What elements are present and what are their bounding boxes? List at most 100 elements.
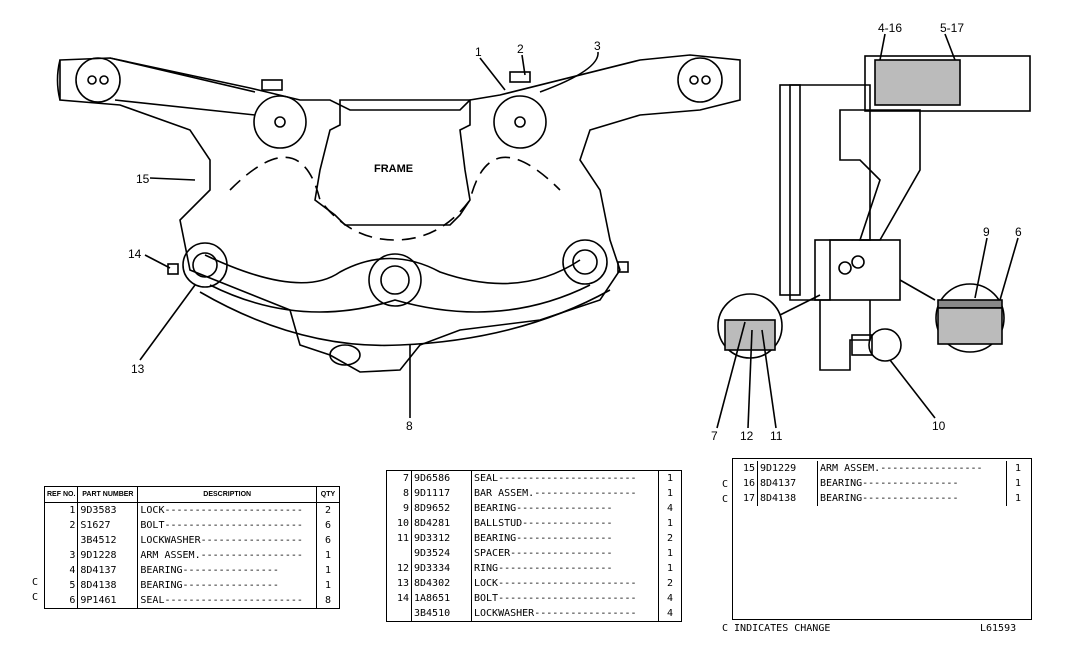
side-bottom-shaft [819,300,871,371]
ref-cell: 6 [44,593,79,609]
leader-7 [716,321,746,429]
side-lower-block [814,239,901,301]
side-ball-1 [838,261,852,275]
leader-13 [139,284,196,361]
leader-11 [761,329,777,429]
part-cell: 8D4137 [77,563,139,578]
part-cell: 9D3583 [77,502,139,518]
left-arm-outline [56,57,256,116]
desc-cell: BALLSTUD--------------- [471,516,659,531]
callout-9: 9 [983,225,990,239]
ref-cell [386,606,412,622]
ref-cell [44,533,79,548]
part-cell: 9D6586 [411,470,472,486]
leader-4-16 [879,33,886,61]
callout-2: 2 [517,42,524,56]
left-lock [261,79,283,91]
side-ball-2 [851,255,865,269]
right-arm-hole-2 [701,75,711,85]
part-cell: 8D4281 [411,516,472,531]
left-bearing-outer [253,95,307,149]
qty-cell: 1 [1014,462,1022,474]
desc-cell: BEARING---------------- [137,563,317,578]
side-arm [839,109,921,241]
qty-cell: 1 [1014,492,1022,504]
part-cell: 3B4512 [77,533,139,548]
qty-cell: 1 [324,579,332,591]
header-qty: QTY [316,486,340,503]
table-row: 9D3524 SPACER-----------------1 [386,546,682,561]
bar-left-bolt [167,263,179,275]
leader-9 [974,237,988,299]
left-arm-hole-2 [99,75,109,85]
header-part-number: PART NUMBER [77,486,139,503]
right-bearing-outer [493,95,547,149]
ref-cell [386,546,412,561]
drawing-code: L61593 [980,623,1017,634]
side-rib [779,84,801,296]
change-marker: C [32,577,39,588]
ref-cell: 11 [386,531,412,546]
desc-cell: BOLT----------------------- [471,591,659,606]
part-cell: 8D4302 [411,576,472,591]
desc-cell: BOLT----------------------- [137,518,317,533]
qty-cell: 2 [666,577,674,589]
part-cell: 9D1229 [757,461,818,476]
detail-link-left [779,294,821,316]
qty-cell: 1 [666,472,674,484]
qty-cell: 1 [666,562,674,574]
leader-14 [144,254,171,269]
part-cell: 9P1461 [77,593,139,609]
change-note: C INDICATES CHANGE [722,623,831,634]
callout-14: 14 [128,247,142,261]
frame-plate [314,99,471,226]
side-housing-top [864,55,1031,112]
ref-cell: 15 [733,461,758,476]
leader-5-17 [944,33,956,61]
detail-left-circle [717,293,783,359]
change-marker: C [722,479,729,490]
part-cell: 9D1117 [411,486,472,501]
ref-cell: 3 [44,548,79,563]
qty-cell: 6 [324,534,332,546]
desc-cell: SEAL----------------------- [471,470,659,486]
detail-right-seal [937,299,1003,309]
frame-label: FRAME [374,163,414,175]
callout-12: 12 [740,429,754,443]
qty-cell: 4 [666,592,674,604]
detail-link-right [899,279,936,301]
part-cell: 9D1228 [77,548,139,563]
ref-cell: 4 [44,563,79,578]
callout-10: 10 [932,419,946,433]
leader-12 [747,329,753,429]
table-header-row: REF NO. PART NUMBER DESCRIPTION QTY [43,486,340,503]
desc-cell: SPACER----------------- [471,546,659,561]
ref-cell: 12 [386,561,412,576]
part-cell: S1627 [77,518,139,533]
parts-table-3-frame [732,458,1032,620]
callout-8: 8 [406,419,413,433]
bar-left-bearing-inner [192,252,218,278]
callout-5-17: 5-17 [940,21,965,35]
header-description: DESCRIPTION [137,486,317,503]
desc-cell: ARM ASSEM.----------------- [817,461,1007,476]
callout-4-16: 4-16 [878,21,903,35]
ref-cell: 9 [386,501,412,516]
left-arm-end-circle [75,57,121,103]
leader-3 [539,51,599,93]
ref-cell: 5 [44,578,79,593]
part-cell: 1A8651 [411,591,472,606]
